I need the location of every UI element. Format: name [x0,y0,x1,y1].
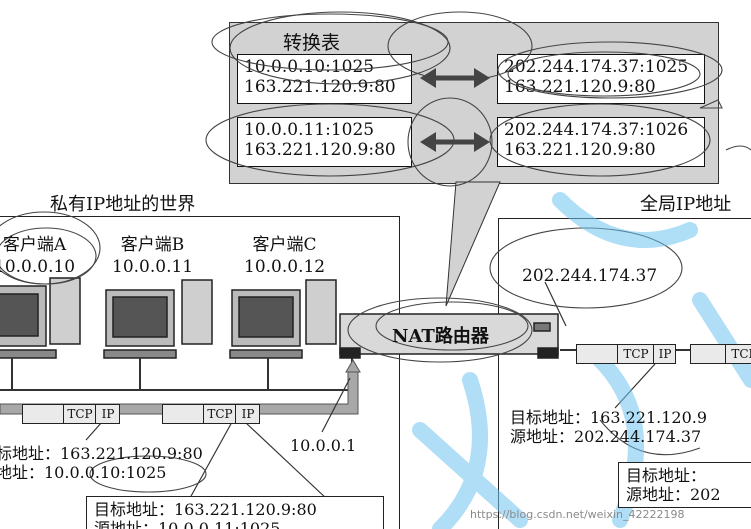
public-addr-block-1: 目标地址：163.221.120.9 源地址：202.244.174.37 [510,408,707,446]
router-inner-ip-pointer [321,377,351,433]
client-c-name: 客户端C [252,235,317,255]
table-row-1-private-b: 163.221.120.9:80 [244,77,396,97]
packet-2-callout-line [244,421,329,501]
table-row-2-private-a: 10.0.0.11:1025 [244,120,375,140]
table-row-2-public-a: 202.244.174.37:1026 [504,120,689,140]
public-addr-1-src: 源地址：202.244.174.37 [510,427,702,446]
table-row-2-private: 10.0.0.11:1025 163.221.120.9:80 [237,117,412,167]
client-a-computer [0,277,81,359]
mapping-arrow-1 [420,68,490,88]
private-addr-block-1: 标地址：163.221.120.9:80 地址：10.0.0.10:1025 [0,444,203,482]
public-addr-block-2: 目标地址： 源地址：202 [626,466,721,504]
watermark-text: https://blog.csdn.net/weixin_42222198 [470,508,685,521]
public-packet-2: TCP [690,344,751,364]
client-c-label: 客户端C 10.0.0.12 [244,234,325,278]
private-addr-1-dst: 标地址：163.221.120.9:80 [0,444,203,463]
client-b-label: 客户端B 10.0.0.11 [112,234,193,278]
public-addr-block-2-box [618,462,751,508]
private-addr-block-2: 目标地址：163.221.120.9:80 源地址：10.0.0.11:1025 [94,500,317,529]
private-addr-2-dst: 目标地址：163.221.120.9:80 [94,500,317,519]
private-packet-1-ip: IP [95,405,120,423]
table-callout-pointer [445,181,501,307]
private-packet-2-ip: IP [235,405,260,423]
client-b-computer [103,279,213,359]
nat-router-device [339,313,559,359]
lan-bus [0,356,353,391]
public-packet-1: TCP IP [576,344,676,364]
private-packet-1: TCP IP [22,404,120,424]
client-a-name: 客户端A [2,235,67,255]
pen-scribbles [0,11,751,493]
client-c-computer [229,279,337,359]
private-addr-block-2-box [86,496,384,529]
packet-2-callout-line-b [189,421,233,499]
public-world-title: 全局IP地址 [640,194,732,215]
table-row-1-private: 10.0.0.10:1025 163.221.120.9:80 [237,54,412,104]
public-addr-1-dst: 目标地址：163.221.120.9 [510,408,708,427]
table-row-2-public-b: 163.221.120.9:80 [504,140,656,160]
client-a-label: 客户端A 10.0.0.10 [0,234,75,278]
public-packet-1-ip: IP [653,345,676,363]
private-world-title: 私有IP地址的世界 [50,194,196,215]
translation-table-title: 转换表 [283,32,341,54]
watermark-strokes [412,192,751,529]
client-a-ip: 10.0.0.10 [0,257,76,277]
public-packet-2-tcp: TCP [725,345,751,363]
private-packet-1-tcp: TCP [63,405,96,423]
client-c-ip: 10.0.0.12 [244,257,326,277]
private-region [0,216,400,529]
private-packet-2: TCP IP [162,404,260,424]
private-addr-1-src: 地址：10.0.0.10:1025 [0,463,167,482]
private-addr-2-src: 源地址：10.0.0.11:1025 [94,519,281,529]
nat-router-label: NAT路由器 [392,326,489,347]
router-public-ip: 202.244.174.37 [522,266,658,286]
router-inner-ip: 10.0.0.1 [290,436,357,455]
packet-1-callout-line [85,421,103,441]
public-packet-1-tcp: TCP [617,345,654,363]
public-addr-2-dst: 目标地址： [626,466,707,485]
mapping-arrow-2 [420,132,490,152]
private-packet-2-tcp: TCP [203,405,236,423]
table-row-2-public: 202.244.174.37:1026 163.221.120.9:80 [497,117,705,167]
table-row-2-private-b: 163.221.120.9:80 [244,140,396,160]
client-b-name: 客户端B [120,235,185,255]
client-b-ip: 10.0.0.11 [112,257,194,277]
public-addr-2-src: 源地址：202 [626,485,721,504]
table-row-1-public-a: 202.244.174.37:1025 [504,57,689,77]
router-public-ip-pointer [544,281,567,327]
table-row-1-private-a: 10.0.0.10:1025 [244,57,375,77]
